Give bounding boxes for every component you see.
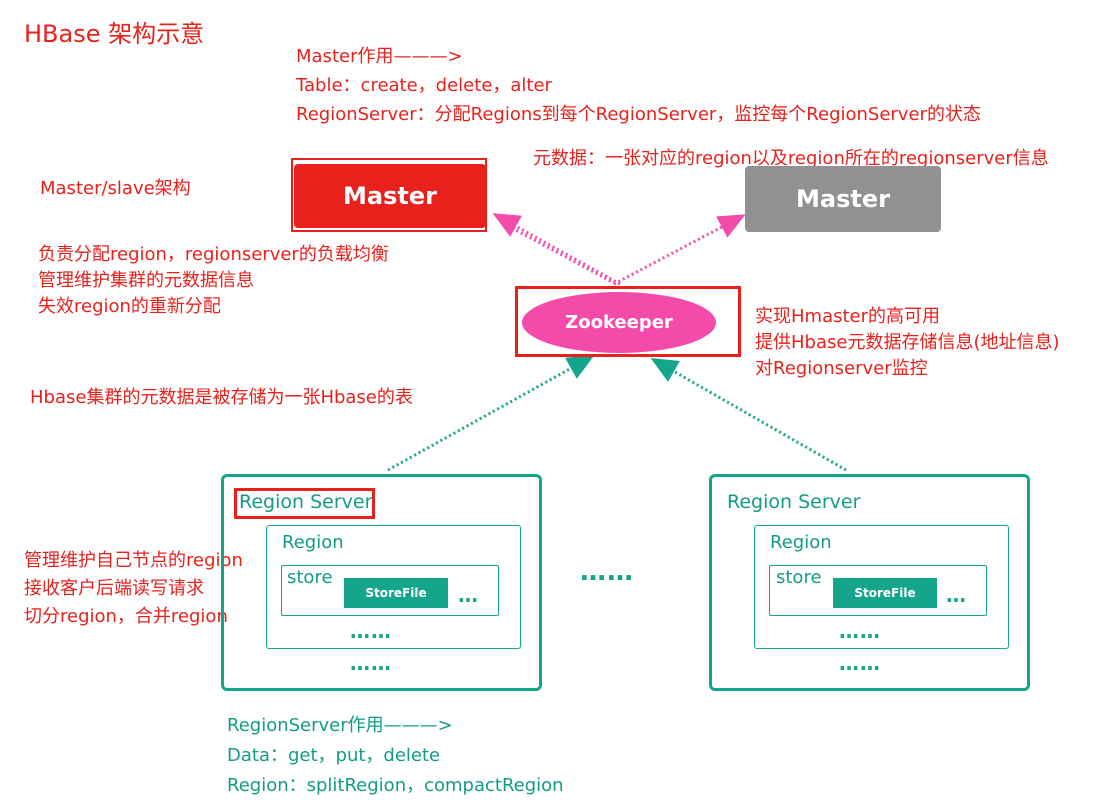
zookeeper-node: Zookeeper	[522, 292, 716, 353]
region-left	[266, 525, 521, 649]
region-left-more-ellipsis: ……	[350, 619, 392, 643]
region-server-left-more-ellipsis: ……	[350, 651, 392, 675]
store-right-label: store	[776, 567, 822, 588]
active-master-to-zk-connector	[511, 226, 615, 285]
store-left-label: store	[287, 567, 333, 588]
region-server-label-highlight-frame	[234, 488, 375, 519]
master-role-heading: Master作用———>	[296, 46, 463, 67]
diagram-title: HBase 架构示意	[24, 20, 205, 48]
store-right	[769, 565, 987, 616]
region-server-right	[709, 474, 1030, 691]
zookeeper-highlight-frame	[515, 286, 741, 357]
store-left-more-ellipsis: …	[458, 583, 479, 607]
region-left-label: Region	[282, 532, 344, 553]
master-duty-item: 失效region的重新分配	[38, 296, 221, 317]
regionserver-duty-item: 管理维护自己节点的region	[24, 550, 243, 571]
standby-master-node: Master	[745, 166, 941, 232]
region-right-label: Region	[770, 532, 832, 553]
zk-to-standby-master-connector	[613, 214, 746, 286]
regionserver-duties-list: 管理维护自己节点的region 接收客户后端读写请求 切分region，合并re…	[24, 547, 243, 631]
region-server-left-label: Region Server	[239, 491, 373, 513]
zk-to-active-master-connector	[492, 213, 621, 286]
region-server-right-more-ellipsis: ……	[839, 651, 881, 675]
master-role-regionserver-line: RegionServer：分配Regions到每个RegionServer，监控…	[296, 104, 981, 125]
zookeeper-duty-item: 实现Hmaster的高可用	[755, 306, 941, 327]
master-role-block: Master作用———> Table：create，delete，alter R…	[296, 42, 981, 129]
master-duty-item: 负责分配region，regionserver的负载均衡	[38, 244, 389, 265]
storefile-left: StoreFile	[344, 578, 448, 608]
region-server-left	[221, 474, 542, 691]
regionserver-role-region-line: Region：splitRegion，compactRegion	[227, 775, 564, 796]
active-master-node: Master	[294, 164, 486, 228]
zookeeper-duty-item: 对Regionserver监控	[755, 358, 928, 379]
region-right-more-ellipsis: ……	[839, 619, 881, 643]
store-left	[281, 565, 499, 616]
master-duties-list: 负责分配region，regionserver的负载均衡 管理维护集群的元数据信…	[38, 242, 389, 320]
master-slave-note: Master/slave架构	[40, 178, 191, 199]
master-role-table-line: Table：create，delete，alter	[296, 75, 552, 96]
master-duty-item: 管理维护集群的元数据信息	[38, 270, 254, 291]
regionserver-duty-item: 接收客户后端读写请求	[24, 578, 204, 599]
regionserver-role-heading: RegionServer作用———>	[227, 715, 453, 736]
between-servers-ellipsis: ……	[580, 557, 634, 587]
storefile-right: StoreFile	[833, 578, 937, 608]
region-server-right-label: Region Server	[727, 491, 861, 513]
store-right-more-ellipsis: …	[946, 583, 967, 607]
zookeeper-duties-list: 实现Hmaster的高可用 提供Hbase元数据存储信息(地址信息) 对Regi…	[755, 304, 1060, 382]
regionserver-duty-item: 切分region，合并region	[24, 606, 228, 627]
regionserver-right-to-zk-connector	[650, 358, 847, 472]
active-master-highlight-frame	[291, 158, 487, 232]
zookeeper-duty-item: 提供Hbase元数据存储信息(地址信息)	[755, 332, 1060, 353]
hbase-meta-note: Hbase集群的元数据是被存储为一张Hbase的表	[30, 387, 413, 408]
regionserver-role-block: RegionServer作用———> Data：get，put，delete R…	[227, 711, 564, 801]
regionserver-role-data-line: Data：get，put，delete	[227, 745, 441, 766]
region-right	[754, 525, 1009, 649]
regionserver-left-to-zk-connector	[387, 355, 595, 472]
metadata-note: 元数据：一张对应的region以及region所在的regionserver信息	[533, 148, 1049, 169]
